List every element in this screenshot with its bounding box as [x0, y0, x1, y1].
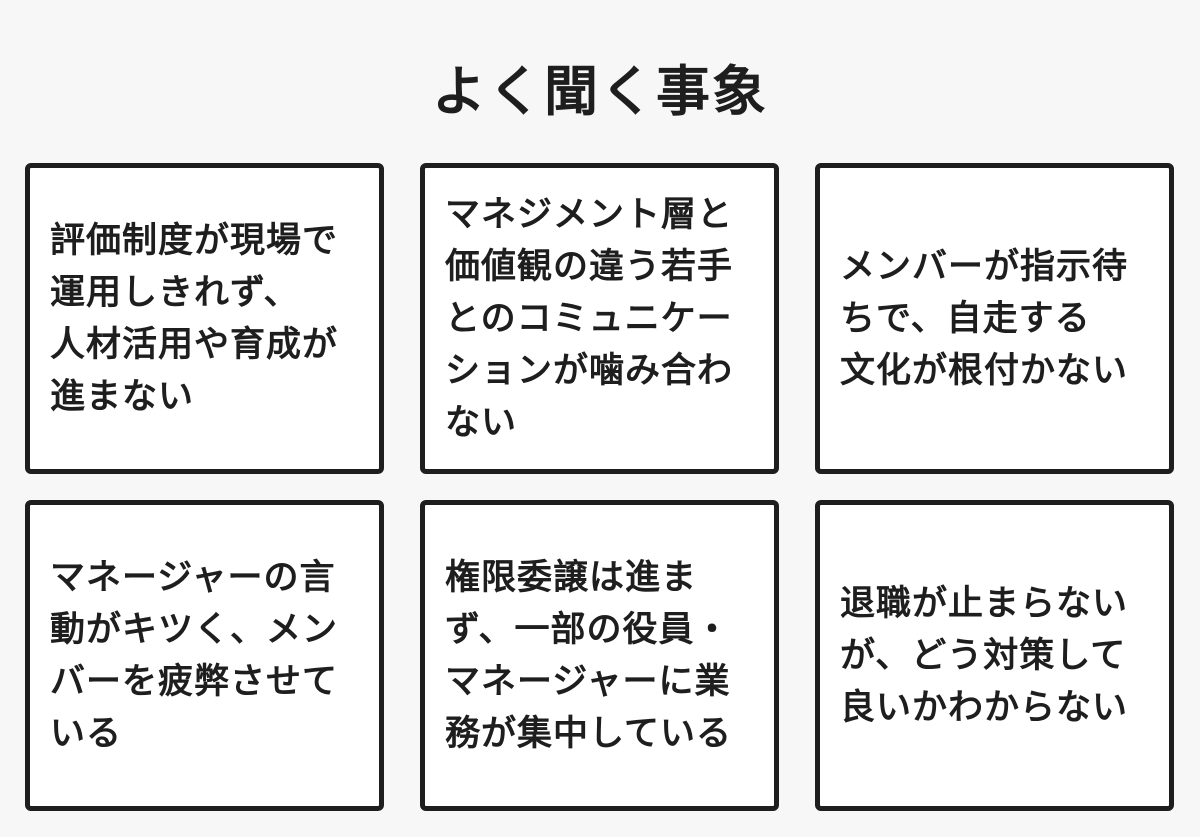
issue-card-text: マネージャーの言 動がキツく、メン バーを疲弊させて いる — [50, 557, 339, 754]
issue-card: 退職が止まらない が、どう対策して 良いかわからない — [815, 500, 1174, 811]
issue-card-text: 評価制度が現場で 運用しきれず、 人材活用や育成が 進まない — [50, 220, 339, 417]
page-title: よく聞く事象 — [432, 60, 768, 123]
issue-card-text: メンバーが指示待 ちで、自走する 文化が根付かない — [840, 246, 1129, 391]
issue-card: 権限委譲は進ま ず、一部の役員・ マネージャーに業 務が集中している — [420, 500, 779, 811]
issue-card-text: 退職が止まらない が、どう対策して 良いかわからない — [840, 583, 1129, 728]
issue-card: 評価制度が現場で 運用しきれず、 人材活用や育成が 進まない — [25, 163, 384, 474]
issue-card: マネジメント層と 価値観の違う若手 とのコミュニケー ションが噛み合わ ない — [420, 163, 779, 474]
issue-card-text: マネジメント層と 価値観の違う若手 とのコミュニケー ションが噛み合わ ない — [445, 194, 734, 443]
issue-card-grid: 評価制度が現場で 運用しきれず、 人材活用や育成が 進まない マネジメント層と … — [25, 163, 1175, 811]
issue-card: メンバーが指示待 ちで、自走する 文化が根付かない — [815, 163, 1174, 474]
issue-card-text: 権限委譲は進ま ず、一部の役員・ マネージャーに業 務が集中している — [445, 557, 732, 754]
issue-card: マネージャーの言 動がキツく、メン バーを疲弊させて いる — [25, 500, 384, 811]
